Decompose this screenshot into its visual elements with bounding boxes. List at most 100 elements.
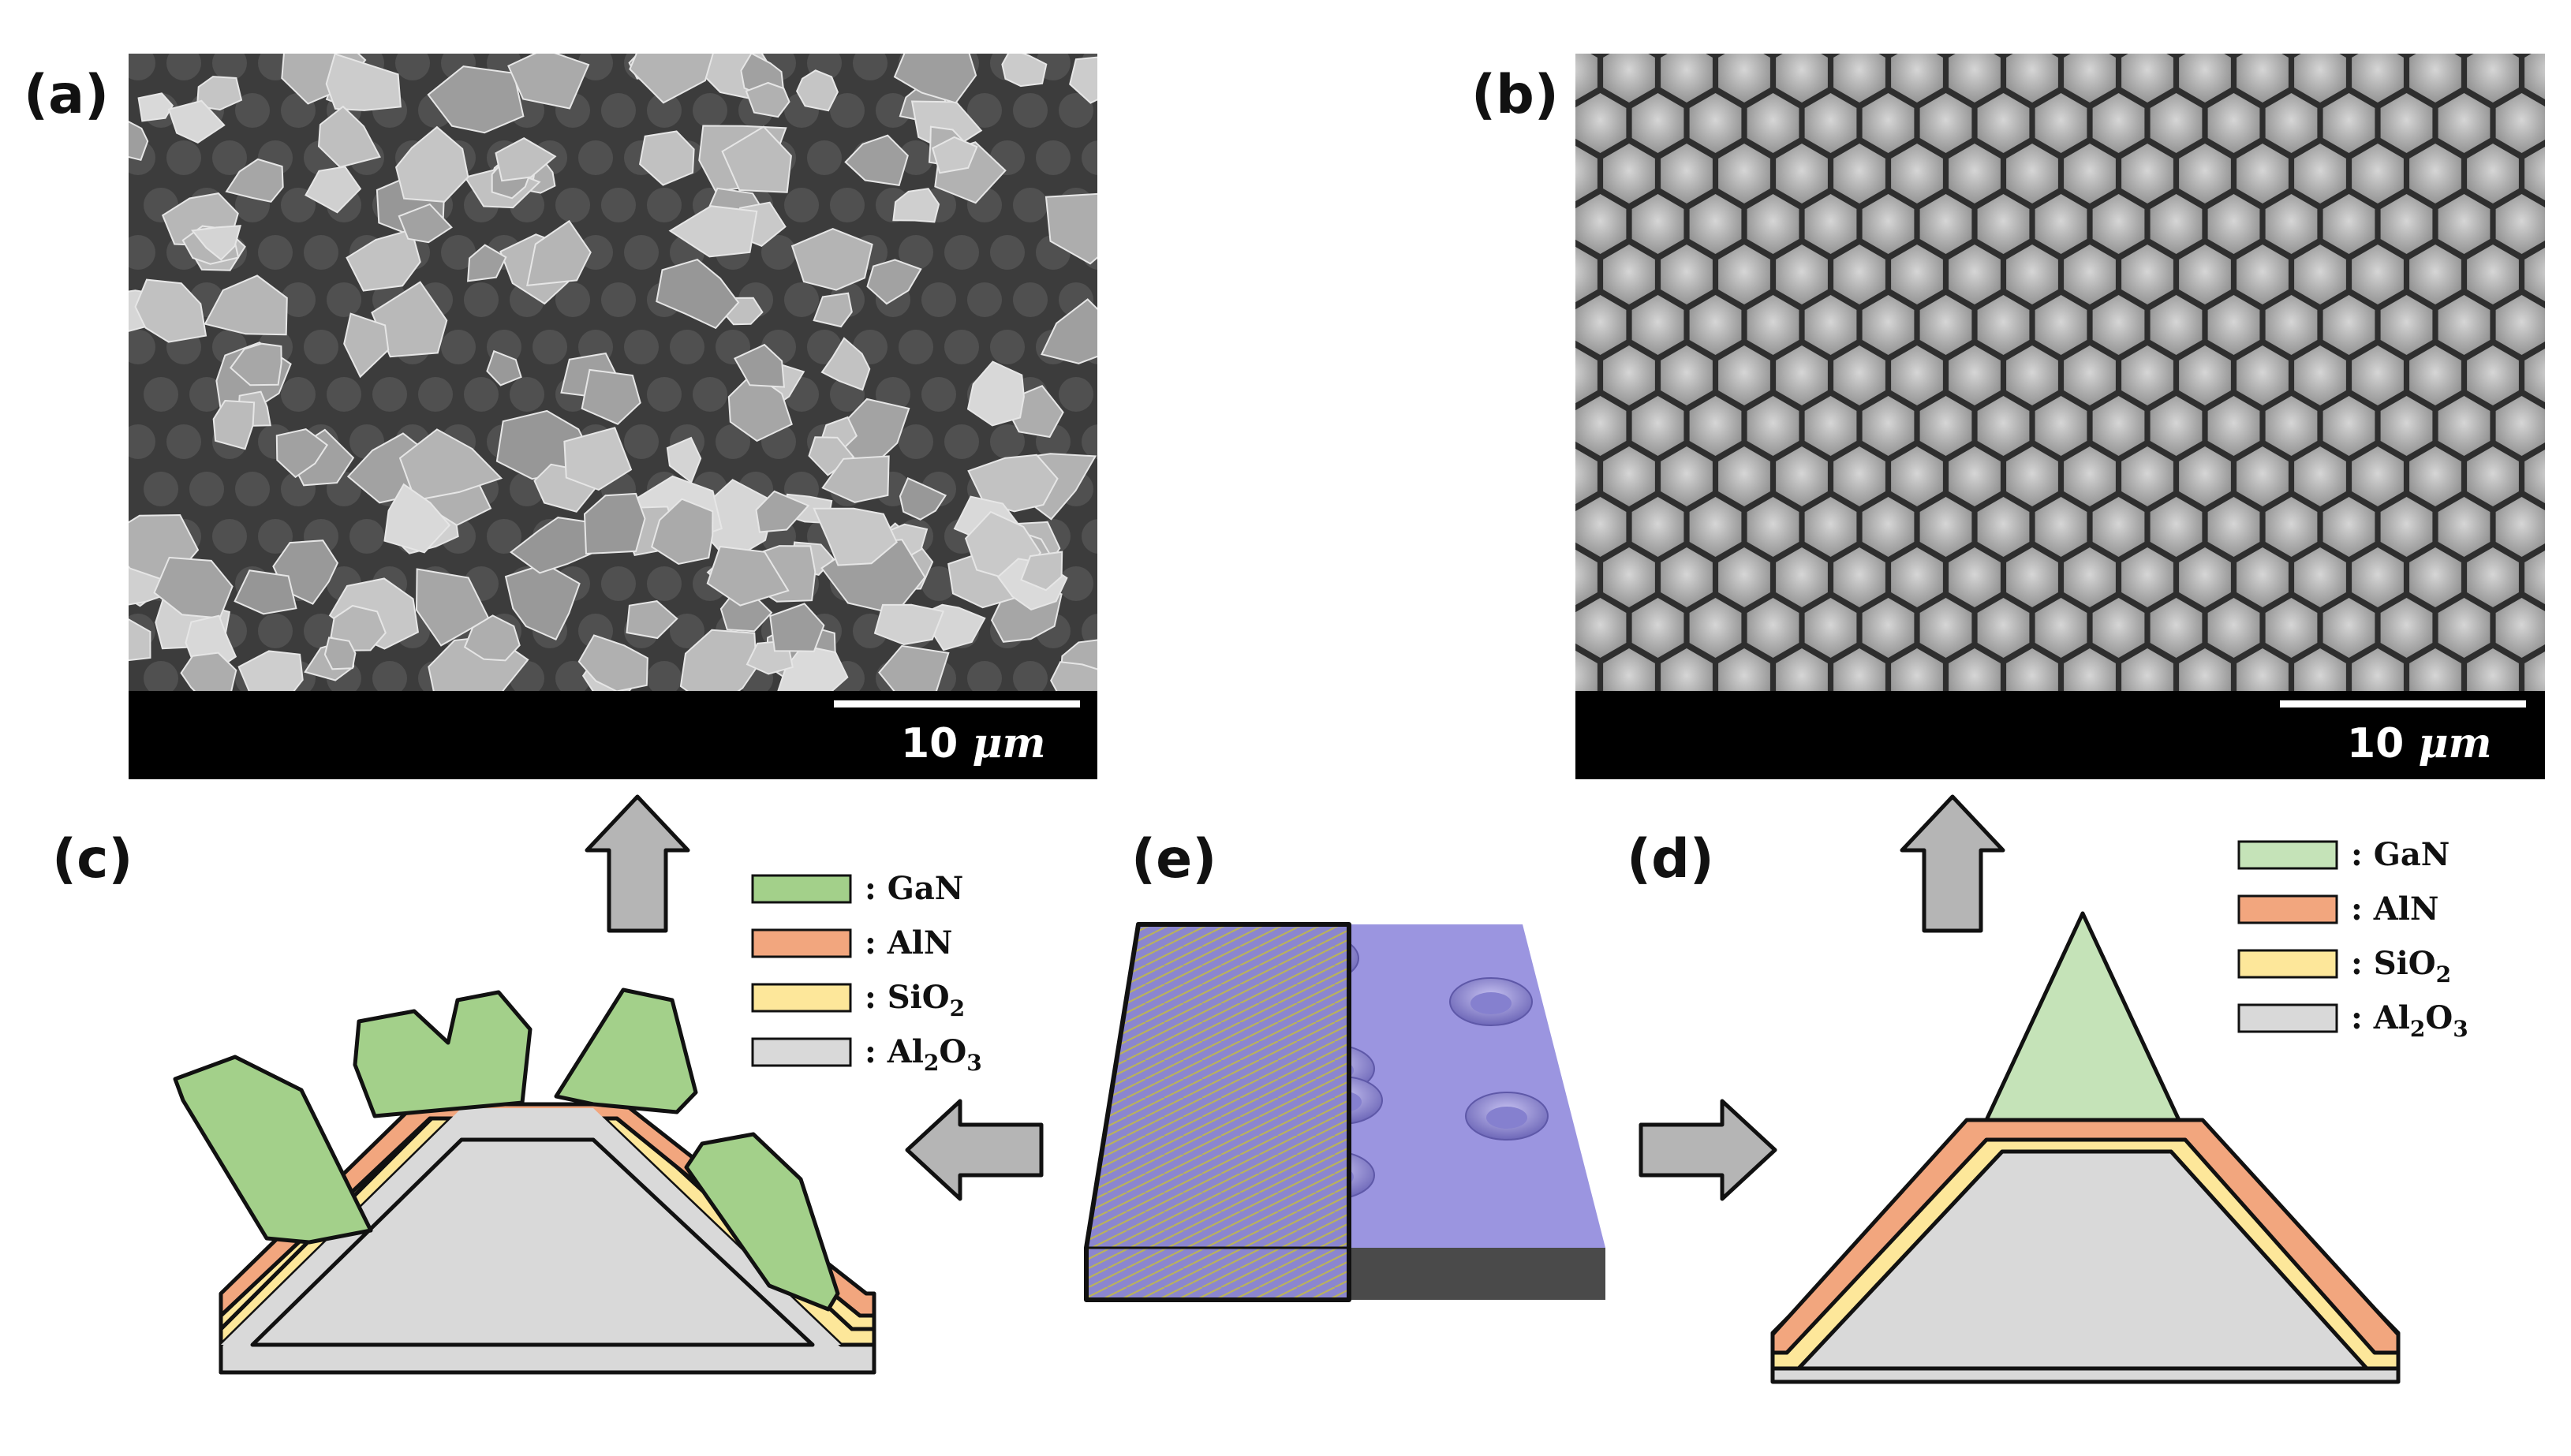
sem-hexagon — [2150, 93, 2203, 153]
sem-hexagon — [2294, 547, 2346, 607]
sem-cavity — [716, 424, 750, 459]
sem-hexagon — [1631, 598, 1684, 658]
sem-hexagon — [2265, 598, 2318, 658]
sem-hexagon — [1833, 345, 1885, 405]
panel-label-e: (e) — [1131, 828, 1216, 890]
sem-crystal — [237, 650, 304, 691]
sem-hexagon — [2150, 194, 2203, 254]
sem-cavity — [670, 330, 704, 364]
sem-hexagon — [2265, 396, 2318, 456]
sem-hexagon — [1949, 345, 2001, 405]
legend-swatch-aln — [751, 928, 852, 958]
sem-crystal — [1001, 54, 1048, 88]
sem-hexagon — [1833, 446, 1885, 506]
sem-hexagon — [1747, 497, 1799, 557]
sem-crystal — [892, 188, 940, 223]
sem-hexagon — [2380, 295, 2433, 355]
sem-hexagon — [1919, 295, 1972, 355]
sem-crystal — [1044, 192, 1097, 265]
sem-hexagon — [1949, 446, 2001, 506]
sem-crystal — [463, 614, 521, 662]
sem-crystal — [1050, 661, 1097, 691]
sem-hexagon — [2006, 345, 2058, 405]
sem-hexagon — [2352, 648, 2404, 691]
sem-hexagon — [2352, 144, 2404, 203]
sem-hexagon — [2179, 144, 2231, 203]
sem-hexagon — [1776, 446, 1828, 506]
sem-crystal — [910, 100, 983, 153]
sem-hexagon — [1575, 396, 1627, 456]
sem-crystal — [486, 349, 522, 386]
sem-crystal — [346, 228, 421, 292]
sem-cavity — [212, 519, 247, 554]
sem-cavity — [1082, 519, 1097, 554]
sem-cavity — [967, 282, 1002, 317]
sem-hexagon — [1977, 396, 2030, 456]
sem-crystal — [581, 368, 641, 425]
arrow-right-icon — [1639, 1099, 1777, 1201]
sem-cavity — [990, 235, 1025, 270]
sem-hexagon — [2092, 396, 2145, 456]
sem-hexagon — [2237, 446, 2289, 506]
sem-hexagon — [2150, 598, 2203, 658]
sem-cavity — [647, 661, 682, 691]
sem-hexagon — [1891, 54, 1943, 103]
sem-hexagon — [2064, 245, 2116, 304]
sem-hexagon — [1891, 648, 1943, 691]
sem-crystal — [844, 134, 909, 187]
sem-crystal — [821, 455, 890, 503]
sem-crystal — [212, 399, 256, 450]
sem-hexagon — [1949, 144, 2001, 203]
sem-hexagon — [1949, 648, 2001, 691]
sem-hexagon — [2265, 295, 2318, 355]
sem-cavity — [395, 54, 430, 80]
sem-cavity — [624, 424, 659, 459]
sem-hexagon — [2064, 547, 2116, 607]
sem-cavity — [510, 377, 544, 412]
sem-hexagon — [2179, 345, 2231, 405]
sem-hexagon — [1862, 396, 1915, 456]
sem-crystal — [679, 629, 758, 691]
sem-hexagon — [1631, 497, 1684, 557]
sem-cavity — [921, 377, 956, 412]
sem-crystal — [275, 428, 329, 479]
sem-hexagon — [2179, 446, 2231, 506]
sem-hexagon — [2524, 551, 2545, 604]
sem-crystal — [129, 121, 149, 161]
sem-crystal — [395, 125, 469, 203]
sem-hexagon — [1718, 245, 1770, 304]
sem-cavity — [189, 472, 224, 506]
sem-cavity — [624, 235, 659, 270]
sem-image-a-crystals — [129, 54, 1097, 691]
sem-cavity — [555, 188, 590, 222]
sem-hexagon — [2352, 446, 2404, 506]
sem-hexagon — [2495, 194, 2545, 254]
sem-cavity — [1013, 661, 1048, 691]
legend-d: : GaN: AlN: SiO2: Al2O3 — [2237, 836, 2468, 1042]
sem-image-b-hexagons — [1575, 54, 2545, 691]
sem-cavity — [578, 54, 613, 80]
sem-hexagon — [2322, 497, 2375, 557]
legend-label-aln: : AlN — [865, 924, 952, 961]
sem-hexagon — [1603, 245, 1655, 304]
sem-hexagon — [1575, 347, 1598, 404]
sem-hexagon — [2092, 93, 2145, 153]
sem-cavity — [830, 188, 865, 222]
sem-crystal — [467, 244, 507, 282]
sem-hexagon — [2495, 295, 2545, 355]
substrate-dimple-core — [1470, 992, 1512, 1014]
sem-crystal — [967, 454, 1059, 513]
sem-hexagon — [1776, 54, 1828, 103]
sem-cavity — [670, 614, 704, 648]
sem-hexagon — [2495, 396, 2545, 456]
sem-hexagon — [2179, 648, 2231, 691]
legend-label-sio2: : SiO2 — [2351, 945, 2451, 987]
sem-hexagon — [2121, 446, 2173, 506]
sem-crystal — [795, 69, 839, 112]
sem-cavity — [129, 330, 155, 364]
sem-cavity — [578, 140, 613, 175]
sem-crystal — [317, 105, 381, 169]
sem-crystal — [878, 644, 950, 691]
sem-hexagon — [1833, 648, 1885, 691]
sem-hexagon — [1661, 547, 1713, 607]
